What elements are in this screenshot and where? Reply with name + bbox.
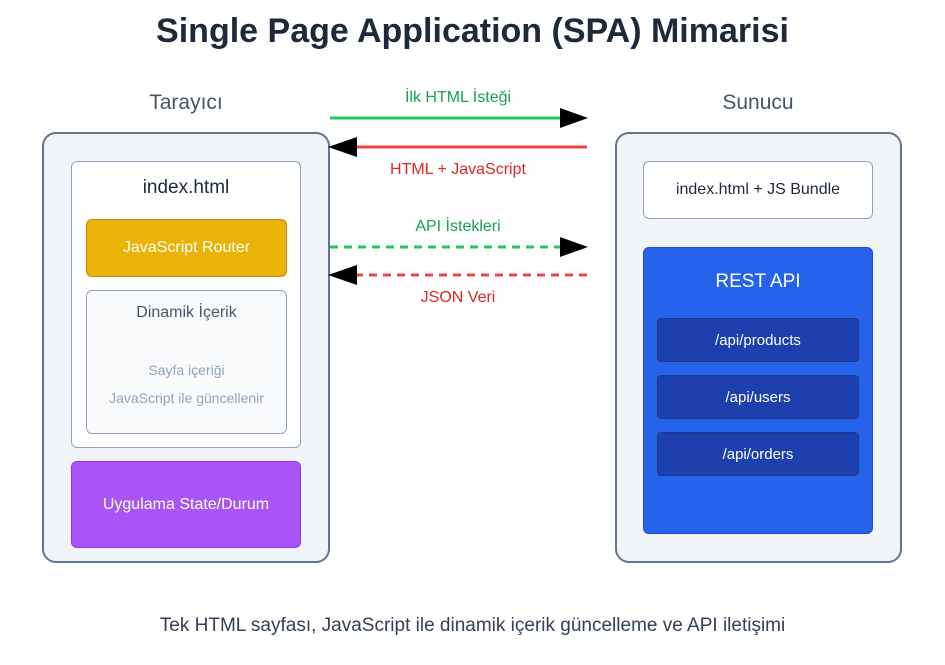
html-response-label: HTML + JavaScript bbox=[390, 161, 526, 178]
javascript-router-label: JavaScript Router bbox=[122, 239, 251, 256]
browser-label: Tarayıcı bbox=[149, 91, 223, 114]
api-request-arrowhead-icon bbox=[560, 237, 588, 257]
app-state-label: Uygulama State/Durum bbox=[102, 495, 270, 513]
endpoint-label: /api/users bbox=[725, 388, 791, 406]
app-state-box: Uygulama State/Durum bbox=[71, 461, 301, 548]
rest-api-title: REST API bbox=[715, 271, 801, 292]
html-response-arrowhead-icon bbox=[328, 137, 357, 157]
endpoint-orders: /api/orders bbox=[657, 432, 859, 476]
endpoint-label: /api/products bbox=[715, 331, 801, 349]
index-html-label: index.html bbox=[142, 177, 230, 198]
initial-request-label: İlk HTML İsteği bbox=[404, 89, 512, 106]
endpoint-users: /api/users bbox=[657, 375, 859, 419]
javascript-router-box: JavaScript Router bbox=[86, 219, 287, 277]
json-response-arrowhead-icon bbox=[328, 265, 357, 285]
endpoint-label: /api/orders bbox=[722, 445, 794, 463]
server-label: Sunucu bbox=[722, 91, 794, 114]
api-request-label: API İstekleri bbox=[415, 218, 501, 235]
bundle-label: index.html + JS Bundle bbox=[675, 181, 841, 198]
dynamic-content-line1: Sayfa içeriği bbox=[148, 362, 225, 378]
dynamic-content-box bbox=[86, 290, 287, 434]
endpoint-products: /api/products bbox=[657, 318, 859, 362]
dynamic-content-title: Dinamik İçerik bbox=[136, 304, 237, 321]
diagram-caption: Tek HTML sayfası, JavaScript ile dinamik… bbox=[159, 615, 786, 636]
json-response-label: JSON Veri bbox=[420, 289, 496, 306]
diagram-title: Single Page Application (SPA) Mimarisi bbox=[156, 12, 789, 50]
initial-request-arrowhead-icon bbox=[560, 108, 588, 128]
dynamic-content-line2: JavaScript ile güncellenir bbox=[109, 390, 264, 406]
bundle-box: index.html + JS Bundle bbox=[643, 161, 873, 219]
